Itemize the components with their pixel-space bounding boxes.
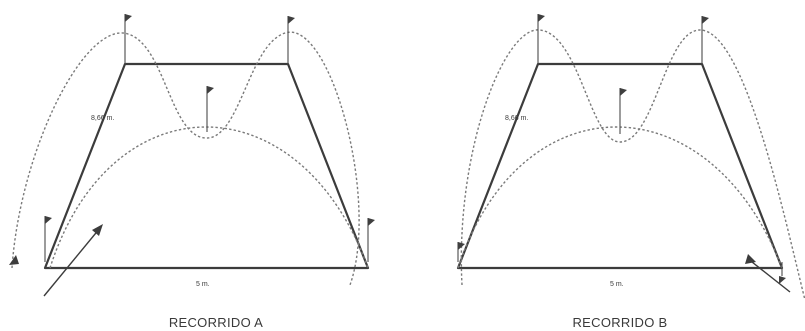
base-length-label-b: 5 m.: [610, 281, 624, 288]
base-length-label-a: 5 m.: [196, 281, 210, 288]
flag-top-left-a: [124, 14, 132, 64]
start-arrow-b: [745, 254, 791, 293]
flag-center-a: [206, 86, 214, 132]
start-arrow-a: [9, 224, 103, 297]
flag-center-b: [619, 88, 627, 134]
caption-recorrido-b: RECORRIDO B: [572, 315, 667, 330]
diagram-recorrido-a: 8,66 m. 5 m. RECORRIDO A: [9, 14, 375, 330]
flag-top-right-a: [287, 16, 295, 64]
route-arc-a: [49, 126, 369, 269]
side-length-label-a: 8,66 m.: [91, 115, 114, 122]
side-length-label-b: 8,66 m.: [505, 115, 528, 122]
route-arc-b: [457, 126, 783, 269]
flag-bottom-left-b: [457, 242, 465, 262]
flag-bottom-right-b: [779, 262, 786, 284]
route-outer-b: [460, 29, 805, 301]
flag-top-right-b: [701, 16, 709, 64]
flag-top-left-b: [537, 14, 545, 64]
route-outer-a: [11, 31, 360, 286]
flag-bottom-left-a: [44, 216, 52, 262]
diagram-recorrido-b: 8,66 m. 5 m. RECORRIDO B: [456, 14, 805, 330]
flag-bottom-right-a: [367, 218, 375, 262]
caption-recorrido-a: RECORRIDO A: [169, 315, 263, 330]
